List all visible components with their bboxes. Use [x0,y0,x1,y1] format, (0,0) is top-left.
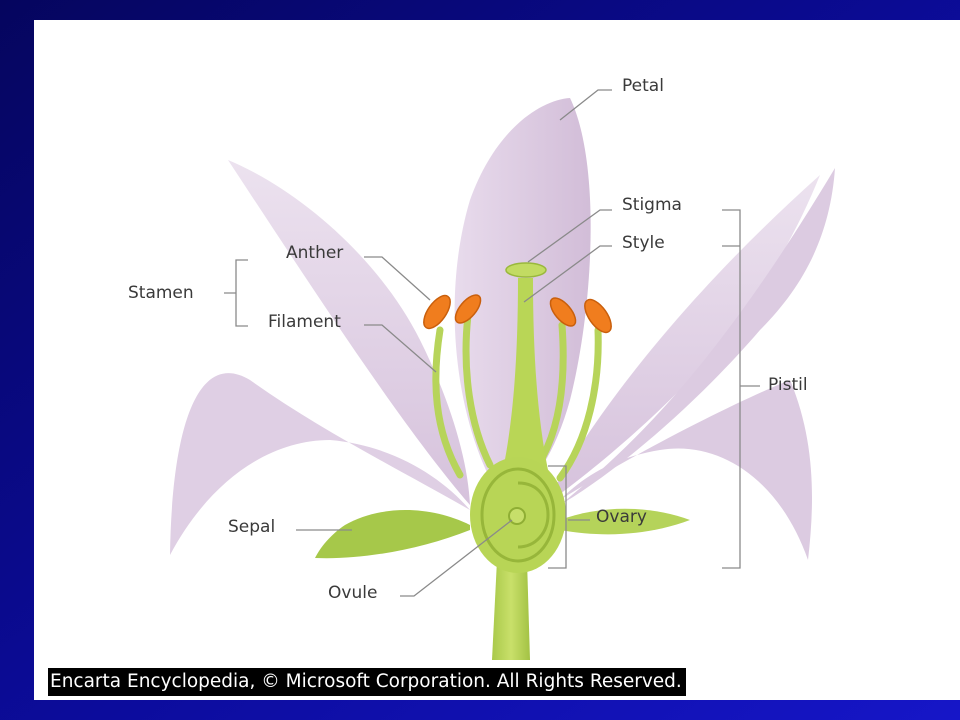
stamen-label: Stamen [128,283,194,303]
anther-label: Anther [286,243,343,263]
sepal-leaf-right [560,508,690,535]
ovary-label: Ovary [596,507,647,527]
stem [492,560,530,660]
filament-2 [462,311,494,469]
anther-3 [549,297,577,327]
style-label: Style [622,233,665,253]
ovule-leader [400,519,513,597]
anther-2 [454,294,482,324]
style-leader [523,245,612,303]
ovule-label: Ovule [328,583,377,603]
petal-lower-left [170,373,470,555]
stigma [505,262,547,278]
petal-back-left [228,160,470,505]
style [503,278,548,470]
filament-3 [534,321,567,469]
sepal-leaf [315,510,470,559]
stigma-label: Stigma [622,195,682,215]
anther-leader [364,256,431,301]
petal-lower-right [560,380,813,560]
pistil-label: Pistil [768,375,808,395]
filament-1 [432,326,464,479]
anther-1 [423,294,451,330]
filament-leader [364,324,437,373]
stamen-bracket [224,259,248,327]
petal-leader [559,89,612,121]
ovule [508,507,526,525]
stigma-leader [527,209,612,263]
pistil-bracket [722,209,760,569]
ovary-wall [480,467,556,563]
sepal-label: Sepal [228,517,275,537]
copyright-caption: Encarta Encyclopedia, © Microsoft Corpor… [48,668,686,696]
ovary-bracket [548,465,567,569]
ovary-chamber [517,481,550,549]
filament-4 [556,326,602,482]
petal-back-right [545,175,820,505]
filament-label: Filament [268,312,341,332]
petal-label: Petal [622,76,664,96]
anther-4 [584,298,612,334]
